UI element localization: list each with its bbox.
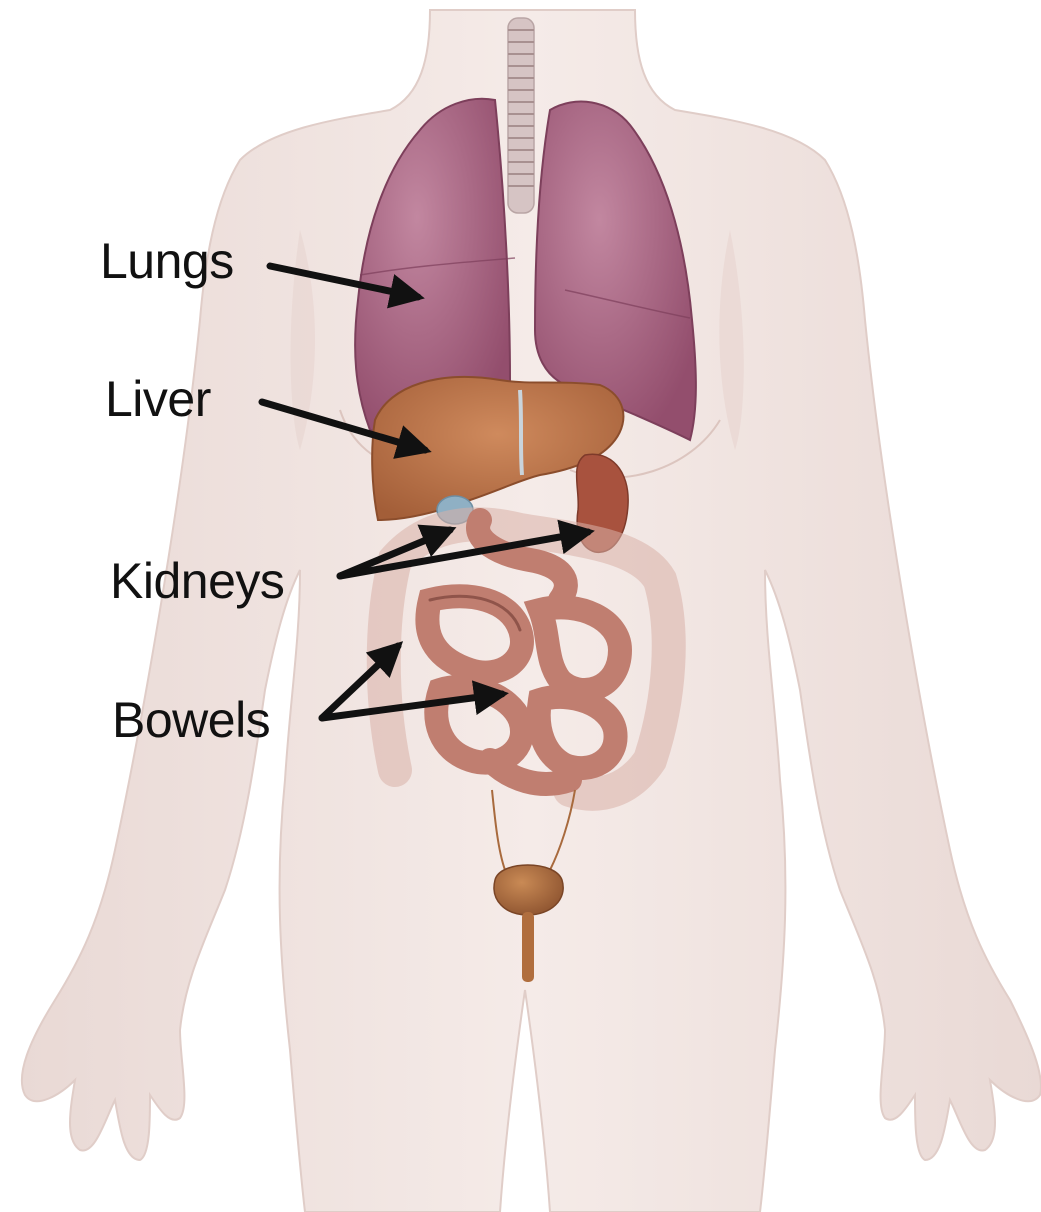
label-bowels: Bowels: [112, 695, 270, 745]
label-kidneys: Kidneys: [110, 556, 284, 606]
label-lungs: Lungs: [100, 236, 234, 286]
trachea: [508, 18, 534, 213]
label-liver: Liver: [105, 374, 211, 424]
